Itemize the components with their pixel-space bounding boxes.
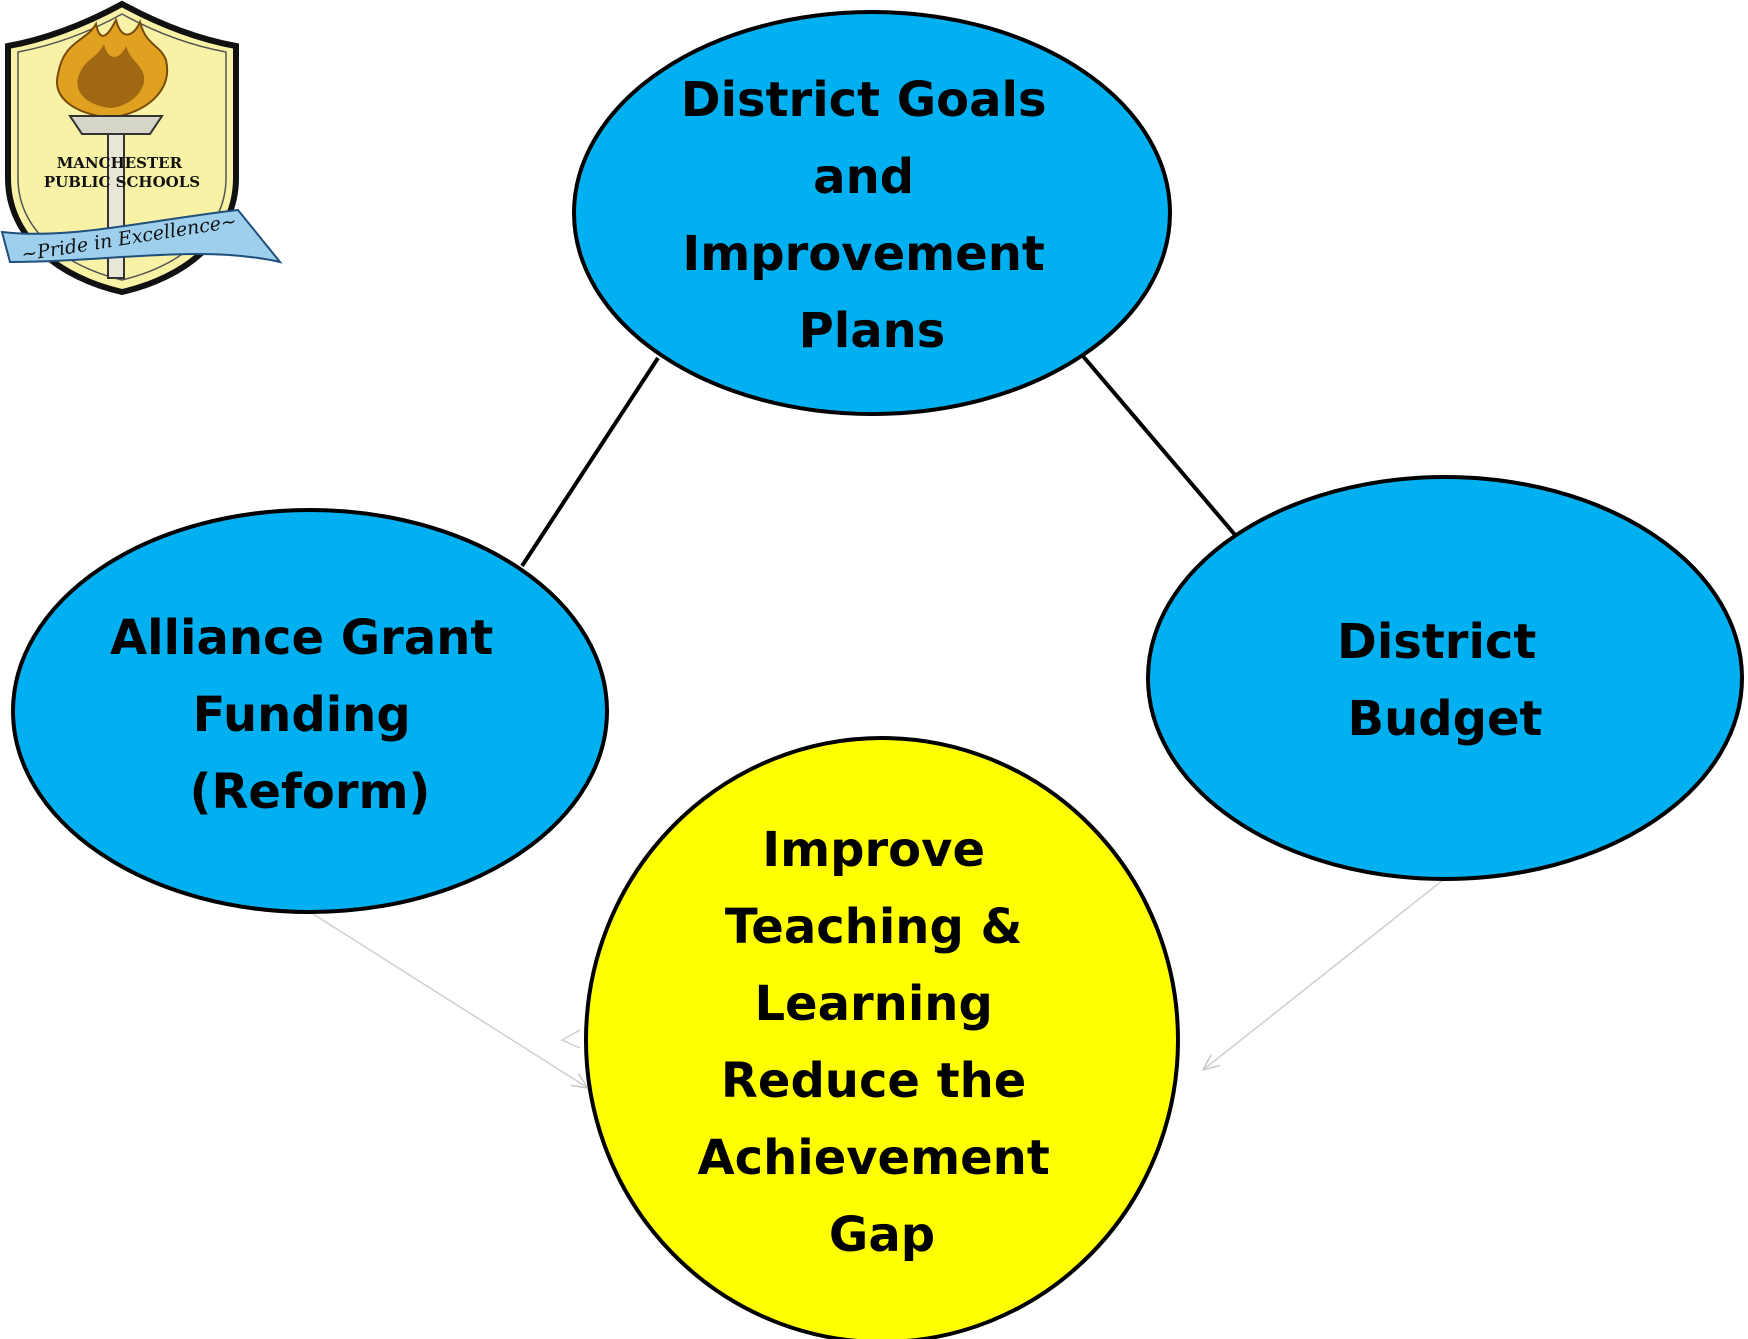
node-shape-alliance-grant xyxy=(11,508,609,914)
node-label-line: Learning xyxy=(754,976,992,1032)
arrow-tick-upper xyxy=(560,1029,581,1049)
node-label-line: (Reform) xyxy=(190,764,431,820)
node-label-line: District Goals xyxy=(681,72,1047,128)
node-label-line: District xyxy=(1337,614,1536,670)
svg-text:Alliance Grant Funding: Alliance Grant Funding (Reform) xyxy=(110,610,510,820)
node-label-line: Alliance Grant xyxy=(110,610,493,666)
logo-name-line-1: MANCHESTER xyxy=(57,154,183,172)
node-label-line: Achievement xyxy=(697,1130,1049,1186)
node-shape-district-budget xyxy=(1146,475,1744,881)
node-district-goals: District Goals and Improvement Plans xyxy=(572,10,1172,416)
node-label-line: Teaching & xyxy=(725,899,1023,955)
node-label-line: Plans xyxy=(799,303,946,359)
connector-goals-to-budget xyxy=(1080,353,1238,538)
svg-text:District Budget: District Budget xyxy=(1337,614,1553,747)
node-label-line: Improvement xyxy=(682,226,1044,282)
connectors xyxy=(309,353,1444,1090)
arrow-alliance-to-improve xyxy=(309,911,590,1090)
school-logo: MANCHESTER PUBLIC SCHOOLS ~Pride in Exce… xyxy=(0,0,283,296)
svg-text:MANCHESTER PUBLIC SCHOOL: MANCHESTER PUBLIC SCHOOLS xyxy=(44,154,200,191)
svg-text:Improve Teaching &: Improve Teaching & Learning Reduce the A… xyxy=(697,822,1066,1263)
node-label-line: Improve xyxy=(762,822,985,878)
node-shape-district-goals xyxy=(572,10,1172,416)
node-label-line: and xyxy=(813,149,914,205)
node-shape-improve-teaching xyxy=(584,736,1180,1339)
torch-icon xyxy=(56,17,169,279)
node-alliance-grant: Alliance Grant Funding (Reform) xyxy=(11,508,609,914)
node-label-line: Gap xyxy=(829,1207,935,1263)
connector-goals-to-alliance xyxy=(520,356,660,568)
arrow-budget-to-improve xyxy=(1201,879,1444,1072)
node-district-budget: District Budget xyxy=(1146,475,1744,881)
svg-text:District Goals and: District Goals and Improvement Plans xyxy=(681,72,1064,359)
ribbon-icon xyxy=(0,208,283,264)
logo-name-line-2: PUBLIC SCHOOLS xyxy=(44,173,200,191)
shield-inner-border xyxy=(17,13,227,281)
node-label-line: Reduce the xyxy=(721,1053,1026,1109)
node-label-line: Funding xyxy=(193,687,411,743)
node-improve-teaching: Improve Teaching & Learning Reduce the A… xyxy=(584,736,1180,1339)
node-label-line: Budget xyxy=(1348,691,1543,747)
